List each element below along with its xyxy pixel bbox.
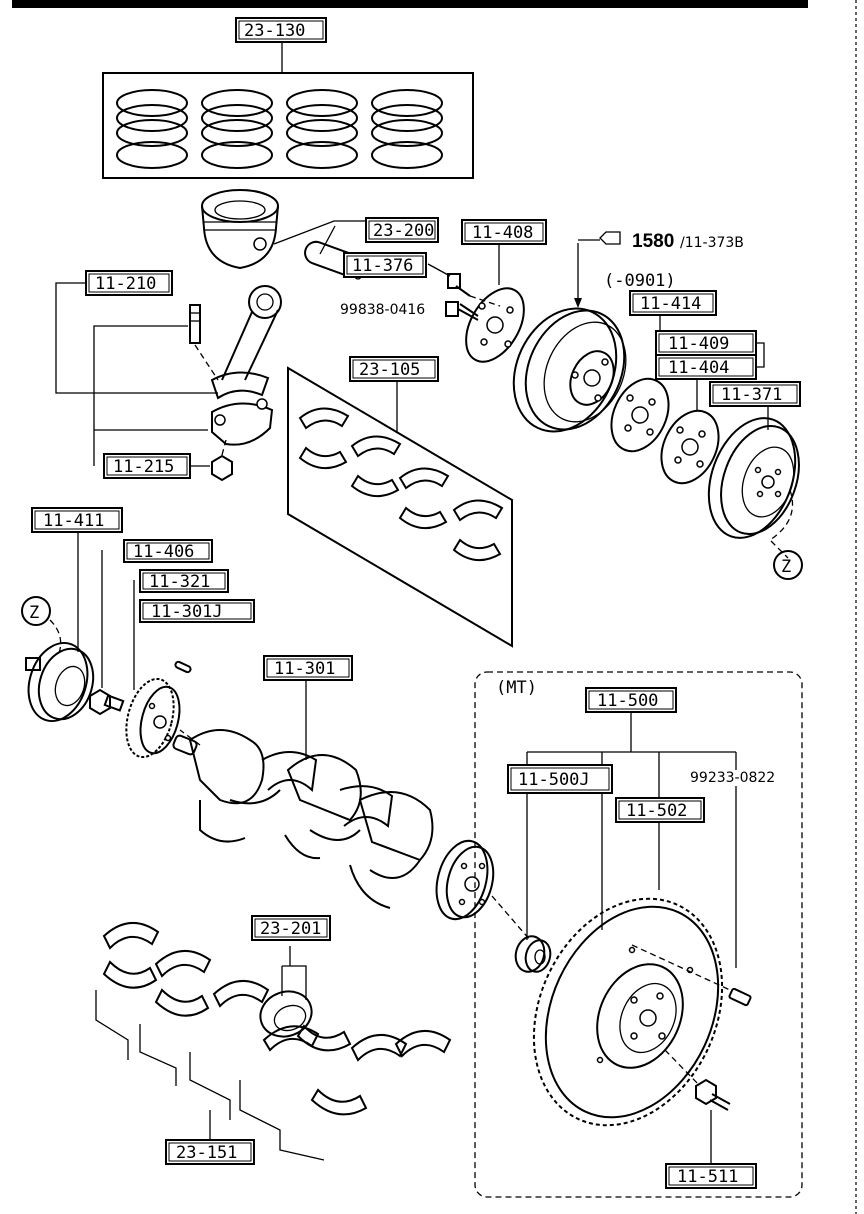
svg-text:11-411: 11-411 [43, 511, 104, 531]
label-11-301: 11-301 [263, 655, 353, 681]
label-23-105: 23-105 [349, 356, 439, 382]
label-11-502: 11-502 [615, 797, 705, 823]
crank-pulley [512, 307, 627, 433]
rod-bolt [189, 304, 201, 344]
z-marker-left [21, 596, 51, 626]
label-11-500: 11-500 [585, 687, 677, 713]
svg-text:11-371: 11-371 [721, 385, 782, 405]
label-11-408: 11-408 [461, 219, 547, 245]
svg-text:11-409: 11-409 [668, 334, 729, 354]
svg-text:23-105: 23-105 [359, 360, 420, 380]
flywheel-11-502 [532, 897, 724, 1127]
key-11-301j [174, 660, 192, 674]
svg-text:11-215: 11-215 [113, 457, 174, 477]
svg-text:11-301: 11-301 [274, 659, 335, 679]
svg-text:11-406: 11-406 [133, 542, 194, 562]
svg-text:23-200: 23-200 [373, 221, 434, 241]
ring-set [201, 89, 273, 169]
damper-11-371 [707, 417, 800, 539]
z-marker-right [773, 550, 803, 580]
bearing-shell [394, 1029, 452, 1058]
label-11-376: 11-376 [343, 252, 427, 278]
svg-text:11-301J: 11-301J [151, 602, 223, 622]
label-11-511: 11-511 [665, 1163, 757, 1189]
bearing-shell [398, 467, 450, 529]
bearing-shell [298, 407, 350, 469]
rod-nut [211, 454, 233, 482]
svg-text:11-500: 11-500 [597, 691, 658, 711]
pointer-icon [599, 231, 621, 245]
label-23-200: 23-200 [365, 217, 439, 243]
svg-text:23-130: 23-130 [244, 21, 305, 41]
svg-text:11-376: 11-376 [352, 256, 413, 276]
label-23-201: 23-201 [251, 915, 331, 941]
label-11-321: 11-321 [139, 569, 229, 593]
svg-text:11-404: 11-404 [668, 358, 729, 378]
ring-set [371, 89, 443, 169]
connecting-rod [210, 285, 282, 400]
svg-text:23-151: 23-151 [176, 1143, 237, 1163]
ring-set [286, 89, 358, 169]
top-rule [12, 0, 808, 8]
bolt-11-406 [89, 688, 125, 716]
bearing-shell [212, 979, 352, 1052]
bearing-shell [452, 499, 504, 561]
bearing-shell [102, 921, 160, 989]
label-11-409: 11-409 [655, 330, 757, 356]
label-11-215: 11-215 [103, 453, 191, 479]
label-11-404: 11-404 [655, 354, 757, 380]
svg-text:23-201: 23-201 [260, 919, 321, 939]
bearing-shell [310, 1033, 408, 1116]
connecting-rod-cap [211, 398, 274, 446]
bolt-99838 [445, 301, 479, 321]
label-11-411: 11-411 [31, 507, 123, 533]
mt-label: (MT) [496, 678, 537, 698]
label-11-406: 11-406 [123, 539, 213, 563]
label-11-210: 11-210 [85, 270, 173, 296]
mt-section-frame [474, 671, 803, 1198]
pulley-11-411 [25, 641, 95, 723]
bolt-number-99838: 99838-0416 [340, 302, 425, 318]
svg-text:11-408: 11-408 [472, 223, 533, 243]
crankshaft [172, 729, 495, 921]
piston-rings-group [102, 41, 474, 179]
bolt-11-376 [447, 273, 501, 307]
gear-11-321 [125, 677, 181, 759]
plate-11-408 [465, 287, 525, 363]
bearing-set-23-105 [287, 366, 513, 648]
svg-text:11-500J: 11-500J [518, 770, 590, 790]
label-11-301j: 11-301J [139, 599, 255, 623]
dowel-pin [728, 987, 752, 1007]
piston [201, 189, 279, 270]
ring-set [116, 89, 188, 169]
ref-note: 1580 /11-373B [599, 231, 744, 252]
svg-text:11-321: 11-321 [149, 572, 210, 592]
label-11-371: 11-371 [709, 381, 801, 407]
bolt-number-99233: 99233-0822 [690, 770, 775, 786]
svg-text:11-511: 11-511 [677, 1167, 738, 1187]
z-label-right: Z [781, 557, 791, 577]
plate-11-414 [610, 377, 670, 453]
pilot-bearing-11-500j [514, 935, 552, 973]
flywheel-bolt-11-511 [695, 1078, 731, 1111]
svg-text:/11-373B: /11-373B [680, 235, 744, 251]
svg-text:11-210: 11-210 [95, 274, 156, 294]
label-11-500j: 11-500J [507, 764, 613, 794]
label-11-414: 11-414 [629, 290, 717, 316]
svg-text:11-414: 11-414 [640, 294, 701, 314]
bearing-set-23-151 [95, 921, 452, 1161]
svg-text:11-502: 11-502 [626, 801, 687, 821]
thrust-bearing-23-201 [259, 990, 320, 1052]
label-23-130: 23-130 [235, 17, 327, 43]
date-code: (-0901) [604, 271, 676, 291]
bearing-shell [350, 435, 402, 497]
bearing-shell [154, 949, 212, 1017]
plate-11-404 [660, 409, 720, 485]
svg-text:1580: 1580 [632, 231, 674, 252]
label-23-151: 23-151 [165, 1139, 255, 1165]
z-label-left: Z [29, 603, 39, 623]
